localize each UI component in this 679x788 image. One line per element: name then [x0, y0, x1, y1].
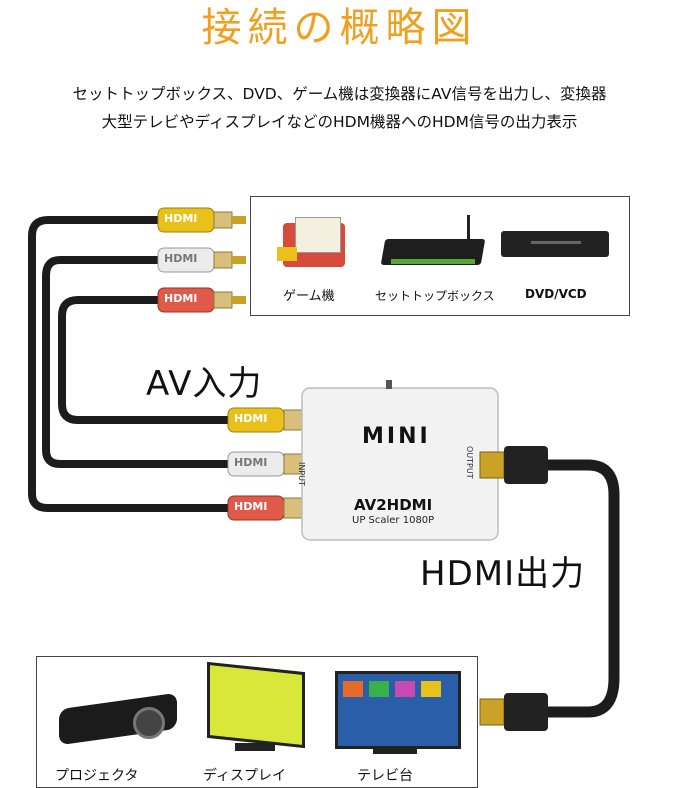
- monitor-icon: [201, 661, 307, 759]
- hdmi-output-label: HDMI出力: [420, 554, 586, 594]
- rca-plug-converter-red: [227, 495, 303, 521]
- description-line-2: 大型テレビやディスプレイなどのHDM機器へのHDM信号の出力表示: [101, 113, 578, 131]
- hdmi-plug-output: [479, 446, 548, 484]
- rca-plug-converter-white: [227, 451, 303, 477]
- converter-brand: MINI: [362, 424, 431, 449]
- rca-plug-top-yellow: [157, 207, 246, 233]
- display-label-projector: プロジェクタ: [55, 768, 139, 784]
- rca-plug-text-2: HDMI: [164, 252, 198, 265]
- source-label-stb: セットトップボックス: [375, 289, 495, 303]
- rca-cable-red: [58, 296, 232, 424]
- hdmi-cable: [542, 459, 620, 718]
- rca-cable-white: [42, 256, 232, 468]
- rca-plug-text-6: HDMI: [234, 500, 268, 513]
- source-label-dvd: DVD/VCD: [525, 287, 587, 301]
- rca-cable-yellow: [28, 216, 232, 512]
- av-input-label: AV入力: [146, 364, 263, 404]
- tv-icon: [333, 669, 461, 759]
- description-line-1: セットトップボックス、DVD、ゲーム機は変換器にAV信号を出力し、変換器: [72, 85, 607, 103]
- converter-subtitle: UP Scaler 1080P: [352, 515, 435, 526]
- converter-model: AV2HDMI: [354, 496, 433, 514]
- source-label-game: ゲーム機: [283, 289, 335, 304]
- converter-output-port: OUTPUT: [465, 446, 474, 479]
- source-devices-panel: ゲーム機 セットトップボックス DVD/VCD: [250, 196, 630, 316]
- display-label-tv: テレビ台: [357, 768, 413, 784]
- page-title: 接続の概略図: [201, 5, 478, 51]
- rca-plug-converter-yellow: [227, 407, 303, 433]
- rca-plug-text-5: HDMI: [234, 456, 268, 469]
- dvd-player-icon: [501, 225, 611, 265]
- rca-plug-text-1: HDMI: [164, 212, 198, 225]
- display-label-monitor: ディスプレイ: [203, 768, 287, 784]
- rca-plug-top-white: [157, 247, 246, 273]
- rca-plug-text-3: HDMI: [164, 292, 198, 305]
- rca-plug-top-red: [157, 287, 246, 313]
- hdmi-plug-display: [479, 693, 548, 731]
- game-console-icon: [273, 213, 355, 271]
- display-devices-panel: プロジェクタ ディスプレイ テレビ台: [36, 656, 478, 788]
- rca-plug-text-4: HDMI: [234, 412, 268, 425]
- set-top-box-icon: [380, 215, 487, 273]
- projector-icon: [53, 683, 183, 753]
- converter-input-port: INPUT: [297, 462, 306, 486]
